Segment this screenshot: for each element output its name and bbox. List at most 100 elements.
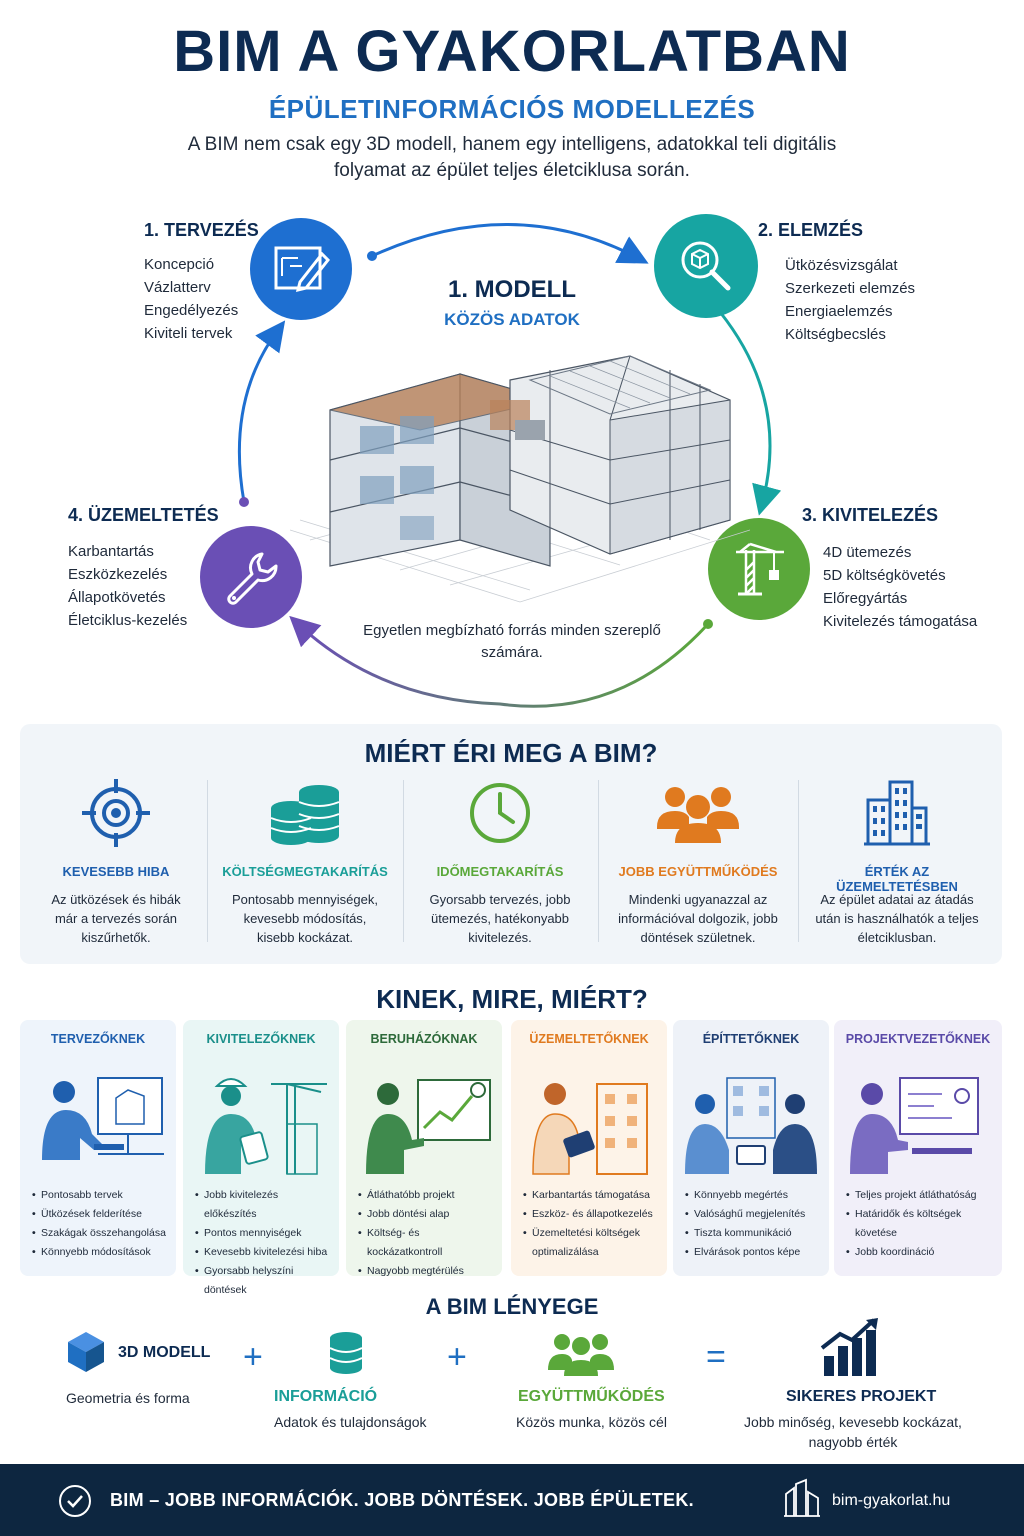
- footer-tagline: BIM – JOBB INFORMÁCIÓK. JOBB DÖNTÉSEK. J…: [110, 1490, 694, 1510]
- client-illustration: [685, 1077, 817, 1174]
- phase-item: Ütközésvizsgálat: [785, 257, 898, 274]
- single-source-text: Egyetlen megbízható forrás minden szerep…: [363, 622, 661, 661]
- benefit-head: KEVESEBB HIBA: [62, 864, 170, 879]
- coins-icon: [270, 785, 340, 845]
- phase-item: Kiviteli tervek: [144, 325, 233, 342]
- growth-chart-icon: [820, 1318, 878, 1376]
- benefit-body: Az épület adatai az átadás után is haszn…: [815, 892, 979, 945]
- clock-icon: [470, 783, 530, 843]
- plus-sign: +: [447, 1338, 467, 1376]
- card-item: Eszköz- és állapotkezelés: [523, 1205, 661, 1224]
- divider: [598, 780, 599, 942]
- building-logo-icon: [784, 1478, 820, 1517]
- phase-title: 2. ELEMZÉS: [758, 220, 864, 240]
- card-item: Valósághű megjelenítés: [685, 1205, 823, 1224]
- phase-item: Költségbecslés: [785, 326, 886, 343]
- phase-title: 4. ÜZEMELTETÉS: [68, 505, 219, 525]
- phase-item: Energiaelemzés: [785, 303, 893, 320]
- check-circle-icon: [59, 1485, 91, 1517]
- card-item: Tiszta kommunikáció: [685, 1224, 823, 1243]
- info-desc: Adatok és tulajdonságok: [274, 1414, 427, 1430]
- manager-illustration: [850, 1077, 979, 1174]
- target-icon: [82, 779, 150, 847]
- card-item: Teljes projekt átláthatóság: [846, 1186, 996, 1205]
- lifecycle-arrows: [237, 223, 782, 708]
- card-item: Átláthatóbb projekt: [358, 1186, 496, 1205]
- blueprint-pencil-icon: [274, 246, 330, 293]
- model-subtitle: KÖZÖS ADATOK: [444, 310, 580, 329]
- card-head: BERUHÁZÓKNAK: [370, 1032, 478, 1046]
- team-icon: [657, 787, 739, 843]
- phase-item: Karbantartás: [68, 543, 154, 560]
- card-head: TERVEZŐKNEK: [50, 1032, 146, 1046]
- collab-desc: Közös munka, közös cél: [516, 1414, 667, 1430]
- operator-illustration: [532, 1083, 648, 1175]
- benefit-body: Mindenki ugyanazzal az információval dol…: [618, 892, 778, 945]
- benefit-cost-saving: KÖLTSÉGMEGTAKARÍTÁS Pontosabb mennyisége…: [215, 770, 395, 960]
- cube-icon: [68, 1332, 104, 1372]
- divider: [798, 780, 799, 942]
- phase-item: Szerkezeti elemzés: [785, 280, 916, 297]
- phase-item: Eszközkezelés: [68, 566, 168, 583]
- benefit-fewer-errors: KEVESEBB HIBA Az ütközések és hibák már …: [30, 770, 202, 960]
- audience-card-contractors: KIVITELEZŐKNEK Jobb kivitelezés előkészí…: [183, 1020, 339, 1296]
- card-item: Nagyobb megtérülés: [358, 1262, 496, 1281]
- divider: [207, 780, 208, 942]
- audience-card-investors: BERUHÁZÓKNAK Átláthatóbb projekt Jobb dö…: [346, 1020, 502, 1281]
- buildings-icon: [864, 780, 930, 846]
- phase-item: Előregyártás: [823, 590, 908, 607]
- card-item: Gyorsabb helyszíni döntések: [195, 1262, 333, 1300]
- card-head: KIVITELEZŐKNEK: [206, 1032, 316, 1046]
- phase-construction: 3. KIVITELEZÉS: [802, 505, 938, 526]
- card-item: Pontos mennyiségek: [195, 1224, 333, 1243]
- magnifier-cube-icon: [681, 241, 731, 291]
- benefit-head: ÉRTÉK AZ ÜZEMELTETÉSBEN: [836, 864, 958, 894]
- benefit-body: Gyorsabb tervezés, jobb ütemezés, hatéko…: [429, 892, 571, 945]
- card-item: Jobb döntési alap: [358, 1205, 496, 1224]
- card-head: ÉPÍTTETŐKNEK: [702, 1032, 800, 1046]
- card-item: Határidők és költségek követése: [846, 1205, 996, 1243]
- phase-analysis-list: Ütközésvizsgálat Szerkezeti elemzés Ener…: [785, 254, 915, 346]
- card-head: PROJEKTVEZETŐKNEK: [845, 1032, 991, 1046]
- audience-card-project-managers: PROJEKTVEZETŐKNEK Teljes projekt átlátha…: [834, 1020, 1002, 1276]
- why-panel: [20, 724, 1002, 964]
- result-label: SIKERES PROJEKT: [786, 1388, 937, 1405]
- page-title: BIM A GYAKORLATBAN: [173, 19, 851, 84]
- benefit-time-saving: IDŐMEGTAKARÍTÁS Gyorsabb tervezés, jobb …: [410, 770, 590, 960]
- benefit-collaboration: JOBB EGYÜTTMŰKÖDÉS Mindenki ugyanazzal a…: [606, 770, 790, 960]
- card-item: Jobb kivitelezés előkészítés: [195, 1186, 333, 1224]
- card-item: Könnyebb módosítások: [32, 1243, 170, 1262]
- phase-item: Koncepció: [144, 256, 215, 273]
- essence-title: A BIM LÉNYEGE: [425, 1294, 599, 1319]
- card-item: Üzemeltetési költségek optimalizálása: [523, 1224, 661, 1262]
- contractor-illustration: [205, 1078, 327, 1175]
- card-item: Karbantartás támogatása: [523, 1186, 661, 1205]
- benefit-head: KÖLTSÉGMEGTAKARÍTÁS: [222, 864, 388, 879]
- why-title: MIÉRT ÉRI MEG A BIM?: [364, 738, 658, 768]
- team-icon: [548, 1334, 614, 1376]
- page-subtitle: ÉPÜLETINFORMÁCIÓS MODELLEZÉS: [268, 94, 756, 124]
- info-label: INFORMÁCIÓ: [274, 1388, 378, 1405]
- phase-title: 1. TERVEZÉS: [144, 220, 259, 240]
- footer-website-link[interactable]: bim-gyakorlat.hu: [832, 1492, 951, 1509]
- phase-item: Állapotkövetés: [68, 589, 166, 606]
- phase-item: Engedélyezés: [144, 302, 239, 319]
- building-model-illustration: [290, 355, 750, 603]
- audience-card-designers: TERVEZŐKNEK Pontosabb tervek Ütközések f…: [20, 1020, 176, 1276]
- construction-circle: [708, 518, 810, 620]
- plus-sign: +: [243, 1338, 263, 1376]
- card-item: Elvárások pontos képe: [685, 1243, 823, 1262]
- phase-item: 5D költségkövetés: [823, 567, 946, 584]
- database-icon: [329, 1332, 363, 1374]
- intro-text: A BIM nem csak egy 3D modell, hanem egy …: [187, 134, 837, 181]
- card-item: Jobb koordináció: [846, 1243, 996, 1262]
- crane-icon: [736, 542, 784, 596]
- benefit-body: Az ütközések és hibák már a tervezés sor…: [51, 892, 181, 945]
- benefit-body: Pontosabb mennyiségek, kevesebb módosítá…: [232, 892, 378, 945]
- card-item: Szakágak összehangolása: [32, 1224, 170, 1243]
- phase-construction-list: 4D ütemezés 5D költségkövetés Előregyárt…: [823, 541, 977, 633]
- who-title: KINEK, MIRE, MIÉRT?: [376, 984, 648, 1014]
- planning-circle: [250, 218, 352, 320]
- divider: [403, 780, 404, 942]
- operation-circle: [200, 526, 302, 628]
